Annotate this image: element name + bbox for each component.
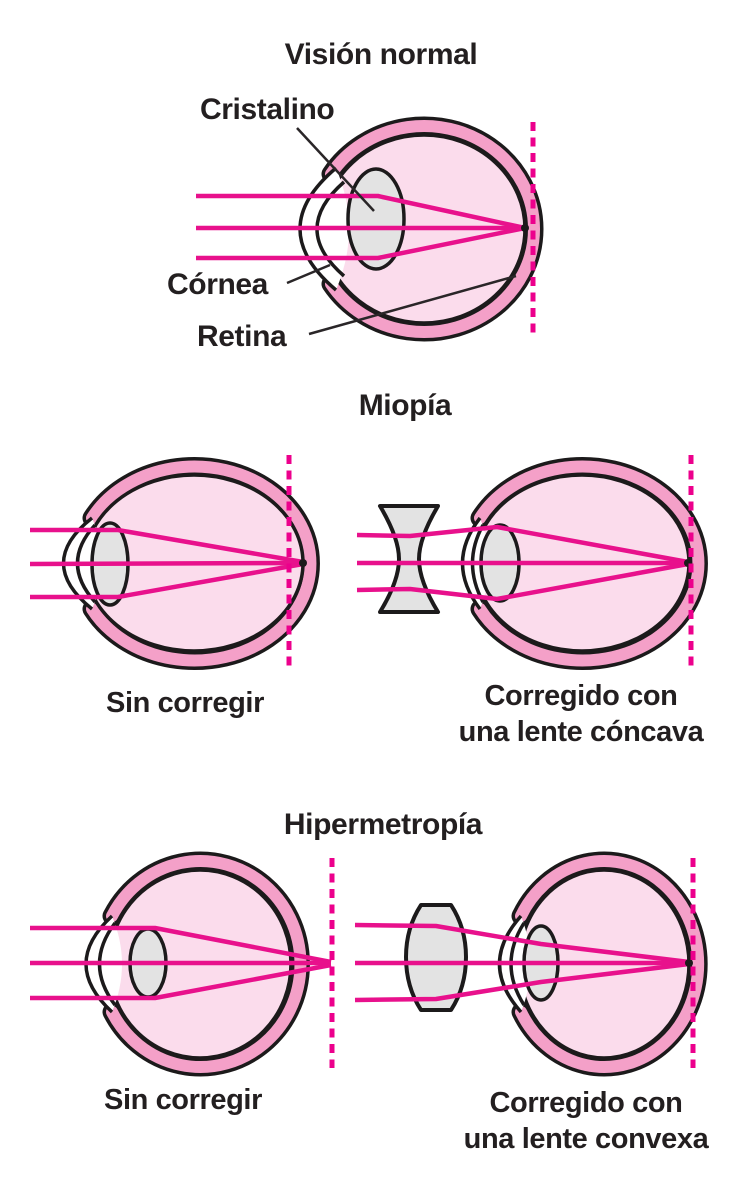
hyperopia-uncorrected-caption: Sin corregir bbox=[104, 1084, 262, 1116]
myopia-uncorrected-caption: Sin corregir bbox=[106, 687, 264, 719]
normal-eye-diagram bbox=[196, 116, 544, 342]
sclera-band bbox=[474, 460, 705, 667]
sclera-band bbox=[325, 120, 540, 338]
myopia-title: Miopía bbox=[358, 389, 452, 422]
retina-label: Retina bbox=[197, 320, 287, 353]
light-ray-top bbox=[356, 524, 689, 565]
cornea-label: Córnea bbox=[167, 268, 268, 301]
light-ray-middle bbox=[29, 560, 304, 567]
convex-lens bbox=[404, 903, 468, 1012]
light-ray-top bbox=[30, 527, 304, 565]
myopia-corrected-caption-line2: una lente cóncava bbox=[458, 716, 704, 748]
light-ray-bottom bbox=[196, 225, 526, 261]
normal-vision-title: Visión normal bbox=[284, 38, 478, 71]
light-ray-bottom bbox=[30, 962, 332, 1001]
light-ray-bottom bbox=[30, 561, 304, 600]
light-ray-top bbox=[196, 193, 526, 231]
focal-point-dot bbox=[521, 224, 529, 232]
myopia-uncorrected-eye bbox=[29, 455, 320, 670]
cristalino-label: Cristalino bbox=[200, 93, 335, 126]
myopia-corrected-eye bbox=[356, 455, 708, 670]
cristalino-pointer-line bbox=[296, 127, 375, 212]
focal-point-dot bbox=[685, 959, 693, 967]
myopia-corrected-caption: Corregido con una lente cóncava bbox=[459, 678, 704, 750]
cornea-pointer-line bbox=[286, 263, 331, 285]
sclera-band bbox=[515, 855, 705, 1073]
light-ray-top bbox=[354, 922, 690, 965]
light-ray-bottom bbox=[356, 561, 689, 602]
hyperopia-uncorrected-eye bbox=[30, 851, 335, 1077]
hyperopia-title: Hipermetropía bbox=[283, 808, 483, 841]
light-ray-top bbox=[30, 925, 332, 965]
hyperopia-corrected-caption-line2: una lente convexa bbox=[463, 1123, 709, 1155]
retina-pointer-line bbox=[308, 274, 517, 336]
sclera-band bbox=[86, 460, 317, 667]
focal-point-dot bbox=[299, 559, 307, 567]
hyperopia-corrected-caption-line1: Corregido con bbox=[489, 1087, 683, 1119]
light-ray-bottom bbox=[354, 961, 690, 1003]
concave-lens bbox=[378, 504, 440, 614]
hyperopia-corrected-eye bbox=[354, 851, 708, 1077]
myopia-corrected-caption-line1: Corregido con bbox=[484, 680, 678, 712]
hyperopia-corrected-caption: Corregido con una lente convexa bbox=[464, 1085, 709, 1157]
